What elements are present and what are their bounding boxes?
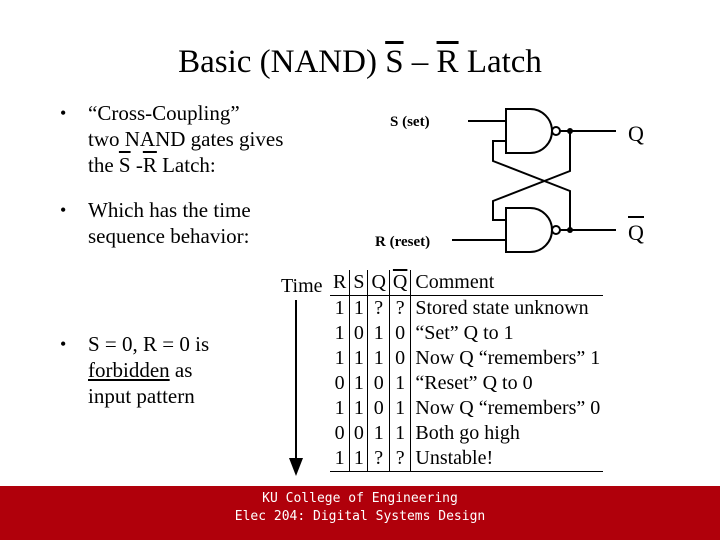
title-r-bar: R [436,44,459,80]
table-row: 1 1 ? ? Stored state unknown [330,295,604,321]
cell-r: 1 [334,397,345,419]
cell-comment: Stored state unknown [410,295,604,321]
truth-table-header: R S Q Q Comment [330,270,604,296]
cell-q: ? [367,446,390,472]
cell-qbar: 1 [388,421,411,446]
bullet-1-line-2: two NAND gates gives [88,127,284,151]
cell-comment: Unstable! [410,446,604,472]
table-row: 0 1 0 1 “Reset” Q to 0 [330,371,604,396]
slide-title: Basic (NAND) S – R Latch [0,44,720,81]
bullet-3-line-3: input pattern [88,384,195,408]
bullet-3-text: S = 0, R = 0 is forbidden as input patte… [88,331,260,409]
cell-r: 1 [330,446,350,472]
bullet-1-r-bar: R [142,153,157,177]
bullet-time-sequence: • Which has the time sequence behavior: [60,197,330,249]
bullet-2-line-2: sequence behavior: [88,224,250,248]
table-row: 1 1 0 1 Now Q “remembers” 0 [330,396,604,421]
cell-qbar: 1 [388,396,411,421]
cell-comment: “Set” Q to 1 [410,321,604,346]
cell-s: 1 [349,396,368,421]
r-reset-label: R (reset) [375,234,430,250]
cell-qbar: 0 [388,321,411,346]
cell-q: 0 [367,396,390,421]
bullet-1-line-3: the S -R Latch: [88,152,330,178]
cell-qbar: 0 [388,346,411,371]
cell-s: 1 [349,371,368,396]
forbidden-word: forbidden [88,358,170,382]
cell-q: 1 [367,346,390,371]
bullet-2-text: Which has the time sequence behavior: [88,197,330,249]
cell-s: 1 [349,446,368,472]
s-set-label: S (set) [390,114,430,130]
header-comment: Comment [410,270,604,296]
cell-r: 0 [334,422,345,444]
cell-r: 1 [334,347,345,369]
upper-nand-bubble [551,126,561,136]
cell-r: 1 [334,322,345,344]
cell-s: 1 [349,295,368,321]
cell-comment: “Reset” Q to 0 [410,371,604,396]
table-row: 1 1 ? ? Unstable! [330,446,604,472]
table-row: 1 0 1 0 “Set” Q to 1 [330,321,604,346]
truth-table: R S Q Q Comment 1 1 ? ? Stored state unk… [330,270,604,472]
table-row: 1 1 1 0 Now Q “remembers” 1 [330,346,604,371]
upper-nand-gate [505,108,553,154]
bullet-2-line-1: Which has the time [88,198,251,222]
cell-q: 0 [367,371,390,396]
cell-q: 1 [367,421,390,446]
cell-qbar: 1 [388,371,411,396]
qbar-output-label: Q [628,220,644,245]
time-arrow-head-icon [289,458,303,476]
header-r: R [330,270,350,296]
lower-nand-gate [505,207,553,253]
footer-banner [0,486,720,540]
bullet-1-s-bar: S [118,153,131,177]
title-s-bar: S [385,44,404,80]
feedback-wire-qbar [492,140,571,230]
bullet-dot: • [60,334,67,354]
bullet-forbidden: • S = 0, R = 0 is forbidden as input pat… [60,331,260,409]
title-suffix: Latch [458,44,542,80]
cell-s: 1 [349,346,368,371]
cell-q: ? [367,295,390,321]
footer-college: KU College of Engineering [262,491,458,506]
cell-comment: Now Q “remembers” 1 [410,346,604,371]
bullet-3-line-2: forbidden as [88,357,260,383]
time-label: Time [281,275,323,297]
bullet-dot: • [60,103,67,123]
bullet-dot: • [60,200,67,220]
title-prefix: Basic (NAND) [178,44,386,80]
bullet-cross-coupling: • “Cross-Coupling” two NAND gates gives … [60,100,330,178]
feedback-wire-q [492,131,571,221]
bullet-1-line-3-post: Latch: [156,153,216,177]
cell-r: 0 [334,372,345,394]
nand-latch-circuit: S (set) R (reset) Q Q [375,108,644,253]
time-arrow [289,300,303,476]
cell-s: 0 [349,321,368,346]
bullet-1-text: “Cross-Coupling” two NAND gates gives th… [88,100,330,178]
bullet-1-line-3-dash: - [130,153,143,177]
cell-comment: Both go high [410,421,604,446]
cell-r: 1 [334,297,345,319]
header-s: S [349,270,368,296]
footer-course: Elec 204: Digital Systems Design [234,509,486,524]
footer-text: KU College of Engineering Elec 204: Digi… [0,490,720,526]
cell-q: 1 [367,321,390,346]
lower-nand-bubble [551,225,561,235]
cell-qbar: ? [388,446,411,472]
table-row: 0 0 1 1 Both go high [330,421,604,446]
header-qbar: Q [388,270,411,296]
bullet-3-line-1: S = 0, R = 0 is [88,332,210,356]
q-output-label: Q [628,121,644,146]
bullet-3-line-2-post: as [169,358,193,382]
bullet-1-line-1: “Cross-Coupling” [88,101,240,125]
cell-qbar: ? [388,295,411,321]
cell-comment: Now Q “remembers” 0 [410,396,604,421]
cell-s: 0 [349,421,368,446]
bullet-1-line-3-pre: the [88,153,119,177]
header-q: Q [367,270,390,296]
title-dash: – [403,44,437,80]
